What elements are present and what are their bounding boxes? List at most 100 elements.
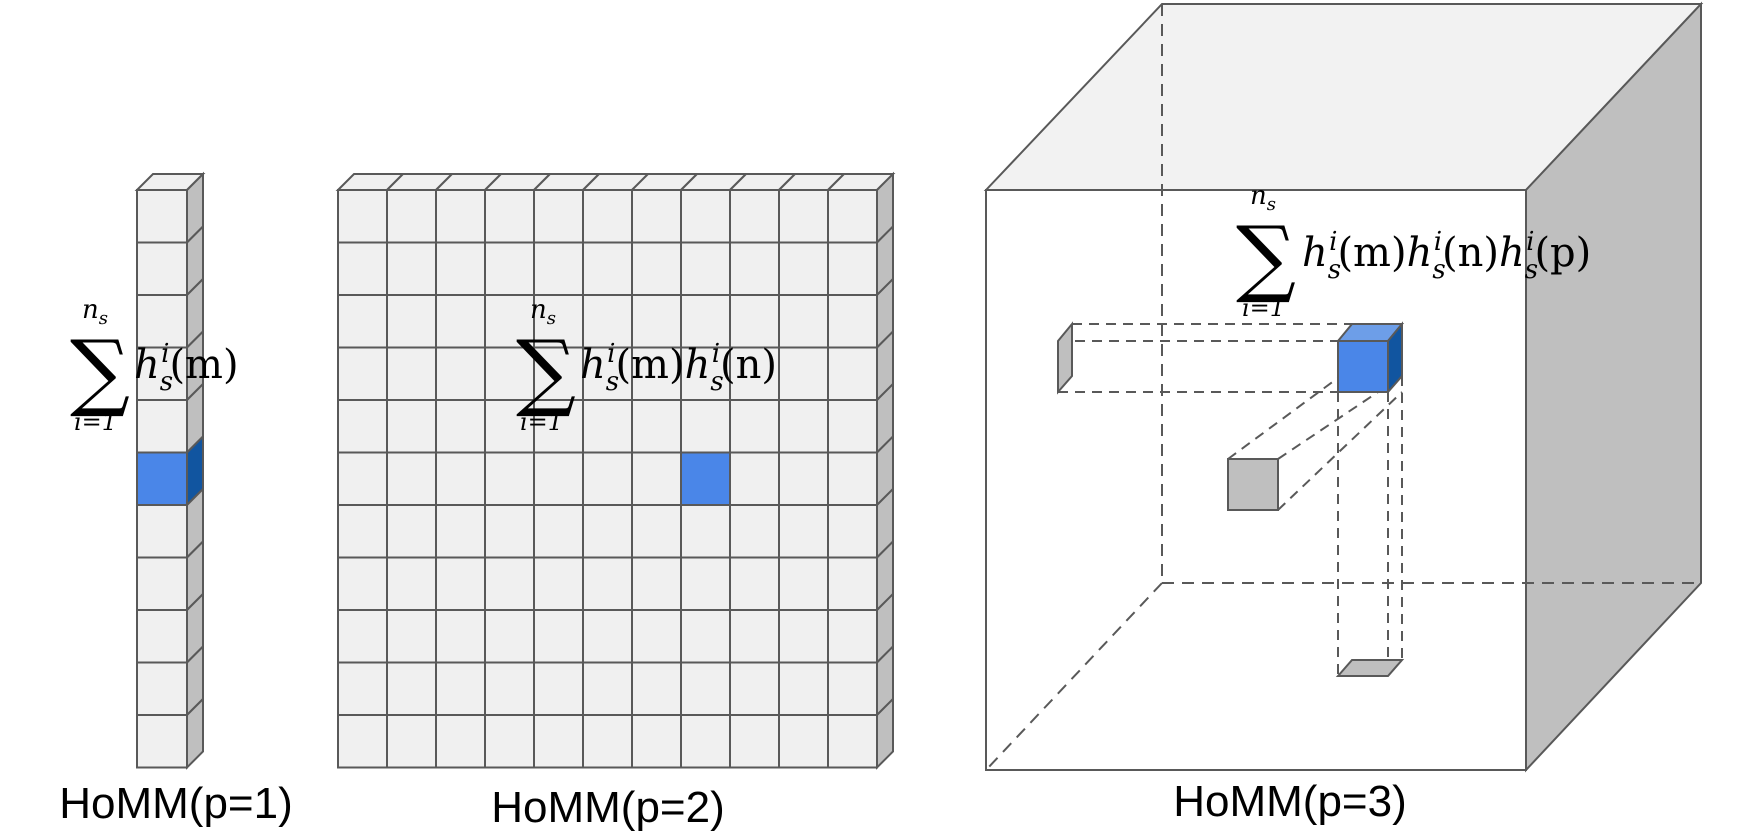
matrix-cell [680, 714, 731, 769]
matrix-cell [386, 714, 437, 769]
matrix-cell [729, 556, 780, 611]
matrix-cell [386, 661, 437, 716]
matrix-cell [582, 346, 633, 401]
matrix-cell [729, 241, 780, 296]
matrix-cell [778, 556, 829, 611]
matrix-cell [337, 241, 388, 296]
vector-cell [136, 714, 188, 769]
matrix-cell [631, 241, 682, 296]
fiber-vertical [1337, 376, 1403, 676]
formula-p2: ns ∑ i=1 hsi(m)hsi(n) [516, 295, 777, 436]
matrix-cell [533, 609, 584, 664]
fiber-horizontal-end [1057, 321, 1073, 395]
svg-text:ns: ns [1250, 181, 1276, 215]
matrix-cell [631, 189, 682, 244]
matrix-cell [435, 714, 486, 769]
svg-text:hsi(m): hsi(m) [134, 339, 239, 397]
sum-lower: i=1 [74, 408, 117, 436]
matrix-cell [827, 294, 878, 349]
vector-cell [136, 504, 188, 559]
matrix-cell [778, 609, 829, 664]
matrix-cell [337, 346, 388, 401]
matrix-cell [729, 714, 780, 769]
matrix-cell [337, 189, 388, 244]
matrix-cell [435, 556, 486, 611]
vector-cell [136, 189, 188, 244]
matrix-cell [680, 504, 731, 559]
vector-cell [136, 661, 188, 716]
matrix-cell [582, 556, 633, 611]
matrix-cell [582, 609, 633, 664]
matrix-cell [680, 399, 731, 454]
matrix-cell [631, 451, 682, 506]
matrix-cell [827, 451, 878, 506]
matrix-cell [337, 451, 388, 506]
caption-p2: HoMM(p=2) [491, 783, 725, 832]
formula-p1: ns ∑ i=1 hsi(m) [70, 295, 239, 436]
formula-p3: ns ∑ i=1 hsi(m)hsi(n)hsi(p) [1236, 181, 1591, 322]
matrix-cell [778, 346, 829, 401]
matrix-cell [337, 714, 388, 769]
matrix-cell [484, 714, 535, 769]
matrix-cell [827, 504, 878, 559]
matrix-cell [778, 661, 829, 716]
matrix-cell [337, 609, 388, 664]
matrix-cell [778, 189, 829, 244]
matrix-cell [484, 241, 535, 296]
matrix-cell [631, 714, 682, 769]
matrix-cell [582, 189, 633, 244]
matrix-cell [435, 241, 486, 296]
matrix-cell [729, 294, 780, 349]
matrix-cell [533, 189, 584, 244]
svg-text:ns: ns [82, 295, 108, 329]
matrix-cell [533, 661, 584, 716]
matrix-cell [484, 661, 535, 716]
vector-cell [136, 399, 188, 454]
matrix-cell [582, 399, 633, 454]
sum-sign: ∑ [70, 322, 130, 420]
matrix-cell [729, 504, 780, 559]
matrix-cell [631, 399, 682, 454]
fiber-horizontal [1058, 323, 1402, 393]
matrix-cell [729, 609, 780, 664]
matrix-cell [533, 346, 584, 401]
matrix-cell [484, 556, 535, 611]
homm-p1-vector [134, 171, 206, 770]
matrix-cell [435, 661, 486, 716]
sum-upper-n: n [82, 295, 99, 325]
vector-cell [136, 556, 188, 611]
svg-text:i=1: i=1 [520, 408, 563, 436]
caption-p1: HoMM(p=1) [59, 779, 293, 828]
sum-upper-sub: s [99, 308, 108, 329]
matrix-cell [386, 241, 437, 296]
sum-sign: ∑ [516, 322, 576, 420]
matrix-cell [435, 399, 486, 454]
homm-p2-matrix [335, 171, 896, 770]
matrix-cell [631, 556, 682, 611]
matrix-cell [631, 661, 682, 716]
vector-cell [136, 241, 188, 296]
matrix-cell [533, 504, 584, 559]
fiber-depth-end [1227, 458, 1279, 511]
matrix-cell [484, 609, 535, 664]
matrix-cell [386, 294, 437, 349]
caption-p3: HoMM(p=3) [1173, 777, 1407, 826]
matrix-cell [729, 451, 780, 506]
matrix-cell [386, 504, 437, 559]
matrix-cell [337, 504, 388, 559]
matrix-cell [386, 399, 437, 454]
matrix-cell [680, 661, 731, 716]
matrix-cell [827, 189, 878, 244]
matrix-cell [680, 556, 731, 611]
cube-hidden-edges [985, 4, 1701, 771]
matrix-cell [778, 241, 829, 296]
matrix-cell [827, 399, 878, 454]
matrix-cell [827, 609, 878, 664]
matrix-cell [778, 399, 829, 454]
matrix-cell [729, 399, 780, 454]
matrix-cell [337, 294, 388, 349]
matrix-cell [680, 241, 731, 296]
matrix-cell [435, 451, 486, 506]
homm-p3-tensor [983, 1, 1704, 773]
